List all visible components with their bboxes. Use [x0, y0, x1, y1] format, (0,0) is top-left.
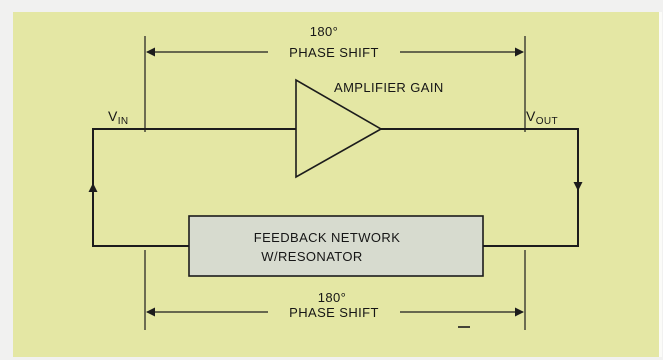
bottom-phase-shift-label: PHASE SHIFT [289, 305, 379, 320]
diagram-panel [13, 12, 662, 357]
v-out-main: V [526, 108, 536, 124]
feedback-network-label-line2: W/RESONATOR [261, 249, 362, 264]
feedback-network-label-line1: FEEDBACK NETWORK [254, 230, 401, 245]
v-in-main: V [108, 108, 118, 124]
top-angle-label: 180° [310, 24, 339, 39]
v-out-label: VOUT [526, 108, 558, 127]
amplifier-gain-label: AMPLIFIER GAIN [334, 80, 444, 95]
v-in-subscript: IN [118, 116, 129, 127]
feedback-network-box [188, 215, 484, 277]
bottom-angle-label: 180° [318, 290, 347, 305]
v-out-subscript: OUT [536, 116, 558, 127]
top-phase-shift-label: PHASE SHIFT [289, 45, 379, 60]
v-in-label: VIN [108, 108, 129, 127]
